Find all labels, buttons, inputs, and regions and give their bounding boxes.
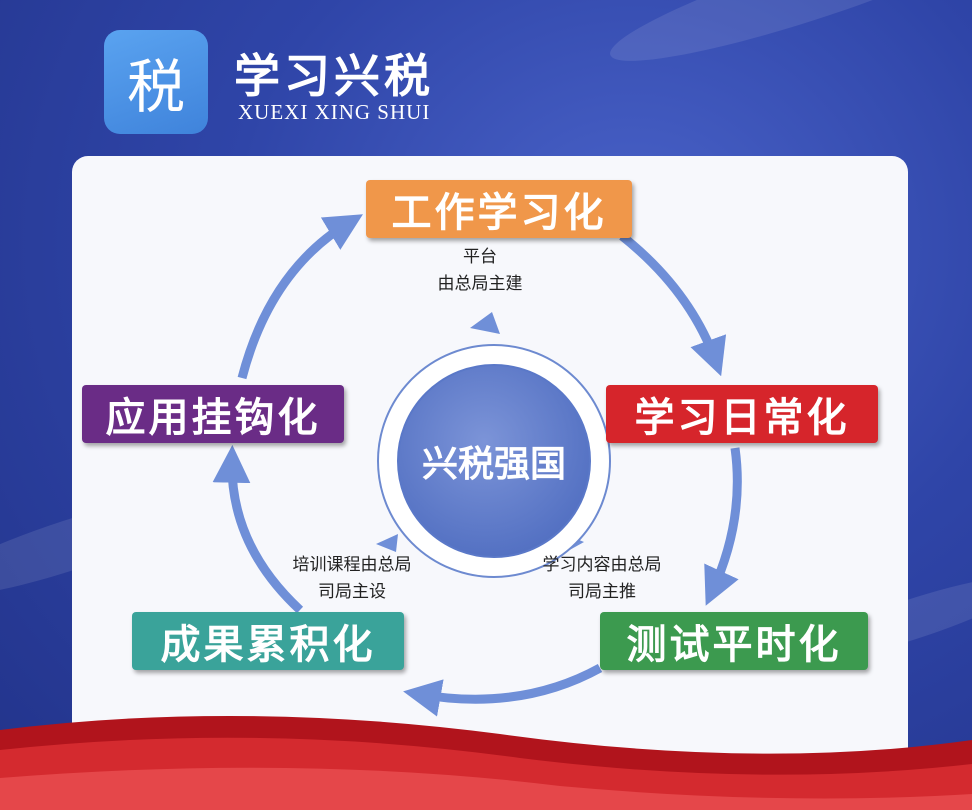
- hub-label: 兴税强国: [397, 364, 591, 558]
- stage-daily-learning: 学习日常化: [606, 385, 878, 443]
- note-top-line-1: 平台: [463, 247, 497, 267]
- note-right-line-1: 学习内容由总局: [542, 555, 662, 575]
- arrow-result-to-apply: [212, 444, 304, 614]
- note-left: 培训课程由总局 司局主设: [262, 552, 442, 606]
- note-right-line-2: 司局主推: [568, 582, 636, 602]
- arrow-apply-to-work: [237, 214, 363, 380]
- hub-pointer-left: [376, 534, 398, 552]
- app-logo: 税: [104, 30, 208, 134]
- center-hub: 兴税强国: [377, 344, 611, 578]
- arrow-daily-to-test: [704, 447, 742, 606]
- arrow-work-to-daily: [619, 232, 727, 377]
- bottom-ribbon: [0, 715, 972, 810]
- note-left-line-2: 司局主设: [318, 582, 386, 602]
- stage-work-learning: 工作学习化: [366, 180, 632, 238]
- brand-title: 学习兴税: [234, 49, 434, 103]
- arrow-test-to-result: [403, 664, 603, 717]
- note-left-line-1: 培训课程由总局: [292, 555, 412, 575]
- stage-regular-testing: 测试平时化: [600, 612, 868, 670]
- note-top-line-2: 由总局主建: [437, 274, 523, 294]
- stage-result-accumulation: 成果累积化: [132, 612, 404, 670]
- brand-subtitle: XUEXI XING SHUI: [238, 100, 431, 124]
- note-right: 学习内容由总局 司局主推: [512, 552, 692, 606]
- note-top: 平台 由总局主建: [400, 244, 560, 298]
- stage-application-linkage: 应用挂钩化: [82, 385, 344, 443]
- logo-glyph: 税: [126, 53, 185, 121]
- hub-pointer-top: [470, 312, 500, 334]
- ribbon-highlight: [0, 767, 972, 810]
